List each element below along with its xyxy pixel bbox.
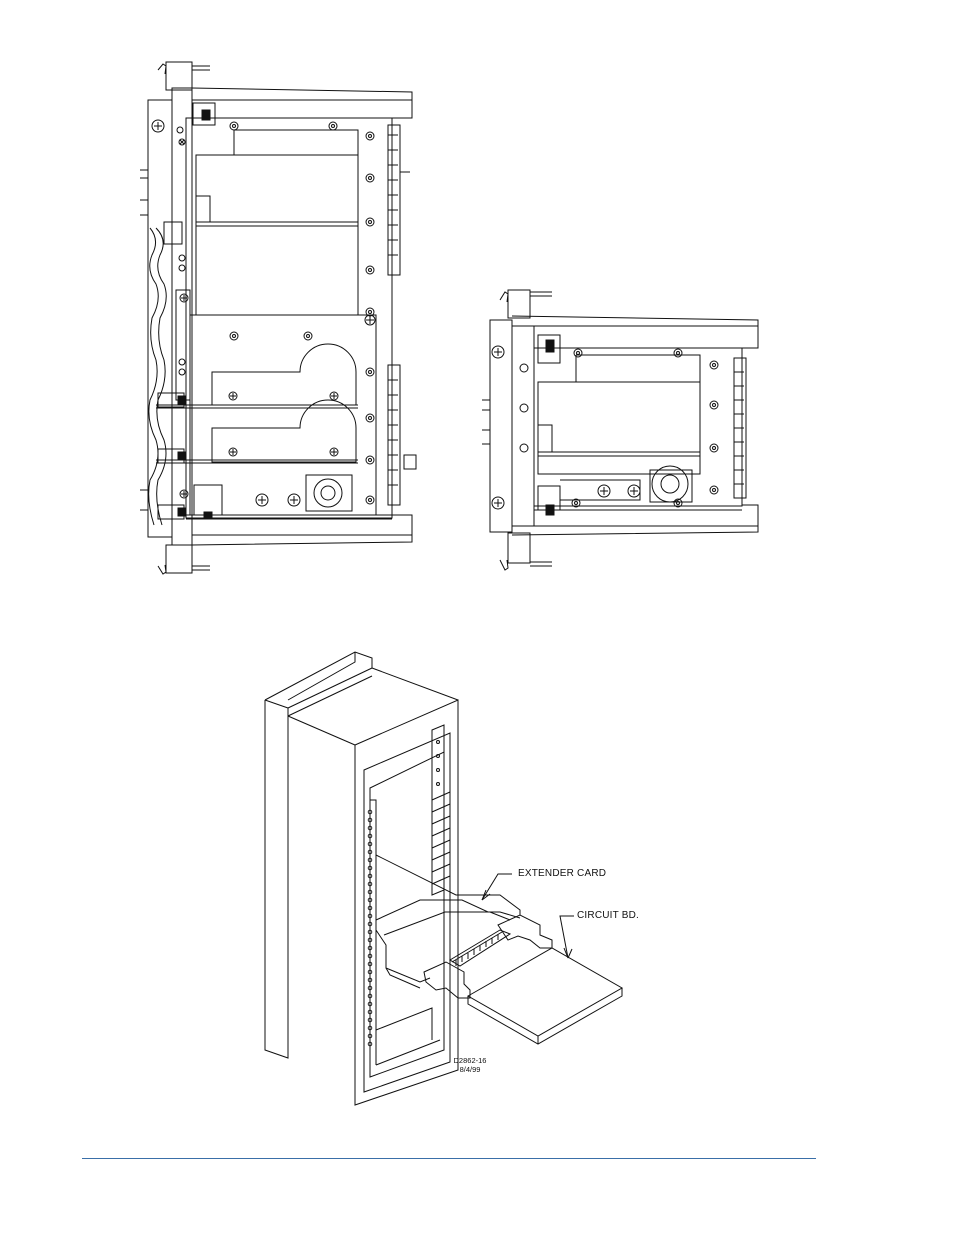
extender-card [376,855,520,988]
circuit-board [468,948,622,1044]
circuit-board-callout: CIRCUIT BD. [577,910,639,921]
extender-card-callout: EXTENDER CARD [518,868,606,879]
card-edge-connector [450,930,510,966]
leader-circuit-bd [560,916,574,958]
drawing-date: 8/4/99 [450,1065,490,1074]
card-ejector-tabs [424,915,552,998]
relay-case [265,652,458,1105]
footer-rule [82,1158,816,1159]
drawing-number: D2862-16 [450,1056,490,1065]
connector-pins-rear [432,741,450,885]
